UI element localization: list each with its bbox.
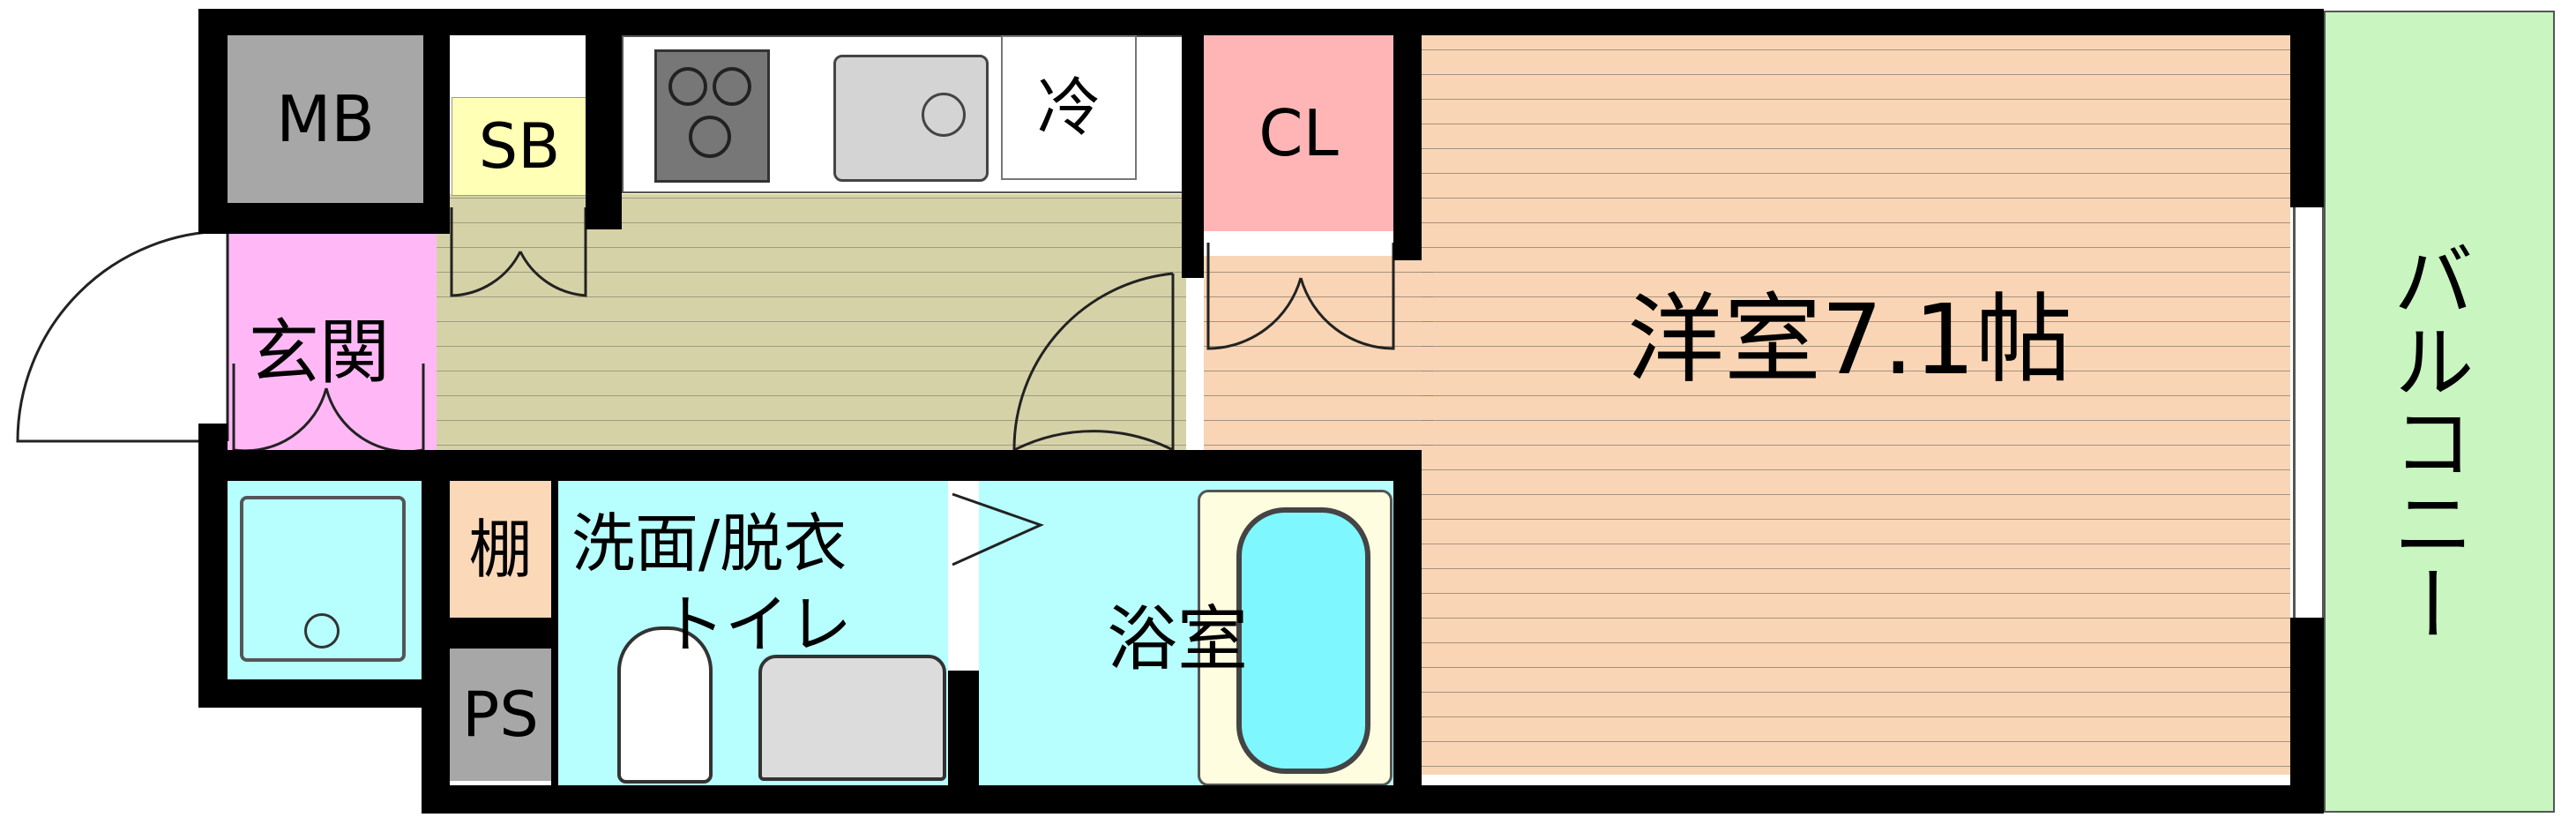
closet-box: CL xyxy=(1204,35,1393,231)
wall-bottom-left xyxy=(198,679,428,708)
wall-laundry-top xyxy=(198,450,422,481)
wall-laundry-right xyxy=(422,450,450,814)
wall-bottom xyxy=(422,785,2324,814)
wall-washroom-left xyxy=(551,481,558,785)
wall-mb-right xyxy=(423,35,450,203)
wall-kitchen-hall xyxy=(1182,9,1204,278)
fridge-label: 冷 xyxy=(1036,71,1101,145)
balcony-label: バルコニー xyxy=(2379,238,2474,644)
toilet-icon xyxy=(617,626,713,784)
ps-label: PS xyxy=(462,679,539,751)
washroom-label-line1: 洗面/脱衣 xyxy=(571,506,847,581)
drain-icon xyxy=(922,93,966,137)
wall-wash-bath xyxy=(948,671,979,785)
shelf-box: 棚 xyxy=(450,481,551,618)
washroom-label-line2: トイレ xyxy=(661,588,853,662)
balcony-window xyxy=(2293,207,2325,618)
wall-bath-right xyxy=(1393,450,1422,814)
entrance-floor xyxy=(228,231,437,450)
sb-door-swing xyxy=(450,207,587,297)
wall-right-top xyxy=(2290,9,2324,207)
drain-icon xyxy=(304,613,340,649)
wall-left-bottom xyxy=(198,450,228,706)
sb-label: SB xyxy=(478,110,561,183)
mb-box: MB xyxy=(228,35,423,203)
wall-mid-horizontal xyxy=(422,450,1422,481)
entrance-label: 玄関 xyxy=(249,311,390,394)
wall-mb-bottom xyxy=(198,203,450,234)
bath-door-swing xyxy=(952,492,1045,566)
fridge-box: 冷 xyxy=(1001,35,1137,180)
mb-label: MB xyxy=(276,82,375,156)
wall-left-top xyxy=(198,9,228,234)
sb-box: SB xyxy=(452,97,587,196)
entrance-door-swing xyxy=(16,229,229,443)
ps-box: PS xyxy=(450,649,551,781)
hall-door-swing xyxy=(1012,272,1175,453)
balcony-area xyxy=(2324,11,2555,813)
wall-closet-right xyxy=(1393,9,1422,260)
western-room-label: 洋室7.1帖 xyxy=(1627,283,2072,396)
wall-sb-right xyxy=(586,35,622,229)
wall-top xyxy=(198,9,2324,35)
wall-shelf-ps xyxy=(450,618,556,649)
balcony-label-text: バルコニー xyxy=(2379,238,2474,644)
closet-door-swing xyxy=(1206,243,1395,350)
closet-label: CL xyxy=(1258,96,1339,170)
bath-label: 浴室 xyxy=(1107,598,1248,680)
bathtub-icon xyxy=(1236,507,1370,774)
washing-machine-pan-icon xyxy=(240,496,406,662)
vanity-icon xyxy=(758,655,946,781)
wall-right-bottom xyxy=(2290,618,2324,812)
shelf-label: 棚 xyxy=(468,512,533,587)
